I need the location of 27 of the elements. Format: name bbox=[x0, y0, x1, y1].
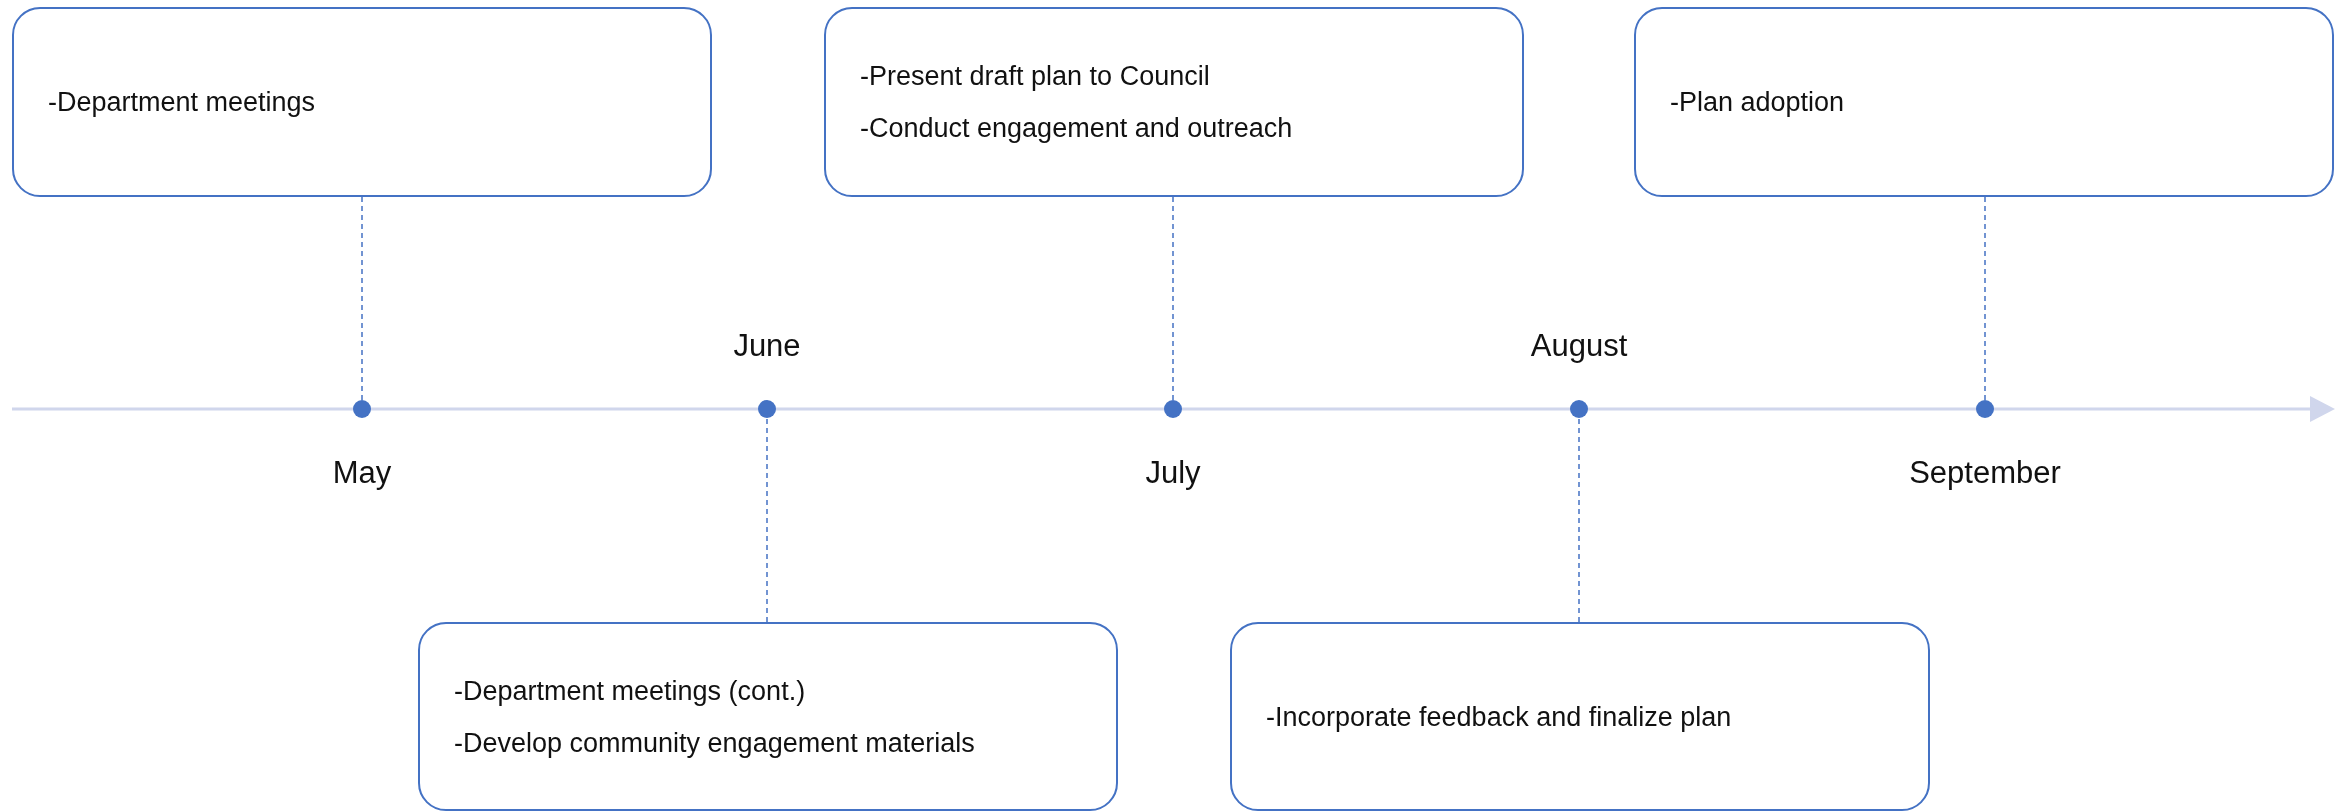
month-label: June bbox=[733, 328, 801, 364]
timeline-dot bbox=[1164, 400, 1182, 418]
event-text: -Present draft plan to Council bbox=[860, 61, 1211, 91]
timeline-dot bbox=[353, 400, 371, 418]
timeline-dot bbox=[1570, 400, 1588, 418]
event-text: -Department meetings (cont.) bbox=[454, 675, 807, 706]
timeline-dot bbox=[1976, 400, 1994, 418]
leader-line bbox=[1984, 196, 1986, 401]
leader-line bbox=[766, 417, 768, 623]
event-text: -Develop community engagement materials bbox=[454, 727, 976, 758]
event-box bbox=[1634, 7, 2334, 197]
event-box bbox=[12, 7, 712, 197]
event-box bbox=[1230, 622, 1930, 811]
event-text: -Conduct engagement and outreach bbox=[860, 113, 1294, 143]
month-label: May bbox=[332, 455, 392, 491]
event-text: -Department meetings bbox=[48, 87, 317, 117]
timeline-dot bbox=[758, 400, 776, 418]
event-text: -Plan adoption bbox=[1670, 87, 1846, 117]
month-label: September bbox=[1909, 455, 2061, 491]
month-label: July bbox=[1145, 455, 1201, 491]
leader-line bbox=[361, 196, 363, 401]
event-text: -Incorporate feedback and finalize plan bbox=[1266, 701, 1733, 732]
event-box bbox=[418, 622, 1118, 811]
leader-line bbox=[1578, 417, 1580, 623]
leader-line bbox=[1172, 196, 1174, 401]
month-label: August bbox=[1530, 328, 1628, 364]
event-box bbox=[824, 7, 1524, 197]
